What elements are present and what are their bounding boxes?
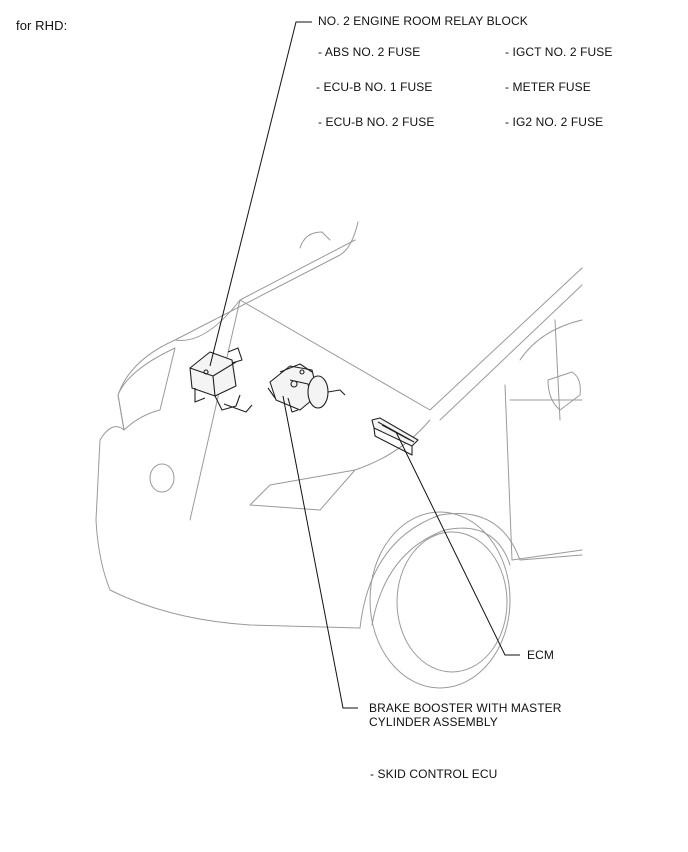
relay-block-leader — [209, 21, 312, 367]
brake-booster-label-line1: BRAKE BOOSTER WITH MASTER — [369, 701, 562, 715]
relay-block-title: NO. 2 ENGINE ROOM RELAY BLOCK — [318, 14, 528, 28]
brake-booster-label-line2: CYLINDER ASSEMBLY — [369, 715, 498, 729]
fuse-meter: - METER FUSE — [505, 80, 591, 94]
fuse-ecub-no2: - ECU-B NO. 2 FUSE — [318, 115, 435, 129]
fuse-ecub-no1: - ECU-B NO. 1 FUSE — [316, 80, 433, 94]
variant-label: for RHD: — [16, 18, 68, 33]
ecm-label: ECM — [527, 648, 554, 662]
brake-booster-part — [267, 363, 346, 413]
car-outline — [95, 221, 583, 689]
fuse-igct-no2: - IGCT NO. 2 FUSE — [505, 45, 613, 59]
brake-booster-leader — [282, 395, 358, 709]
ecm-leader — [395, 431, 520, 656]
fuse-ig2-no2: - IG2 NO. 2 FUSE — [505, 115, 604, 129]
skid-control-ecu-label: - SKID CONTROL ECU — [370, 767, 498, 781]
relay-block-part — [189, 347, 253, 413]
ecm-part — [371, 417, 419, 456]
fuse-abs-no2: - ABS NO. 2 FUSE — [318, 45, 421, 59]
